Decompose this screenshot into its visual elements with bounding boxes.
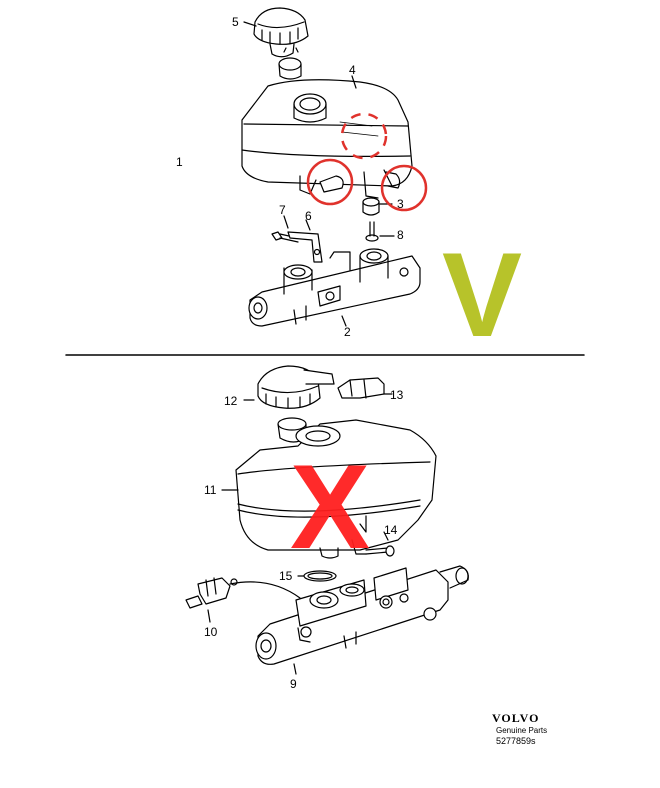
volvo-logo: VOLVO <box>492 711 540 725</box>
reservoir-lower <box>235 419 437 559</box>
pin-8 <box>365 221 379 242</box>
callout-6: 6 <box>305 209 312 223</box>
brand-block: VOLVO Genuine Parts 5277859s <box>492 711 562 747</box>
callout-9: 9 <box>290 677 297 691</box>
callout-7: 7 <box>279 203 286 217</box>
callout-8: 8 <box>397 228 404 242</box>
callout-3: 3 <box>397 197 404 211</box>
callout-12: 12 <box>224 394 238 408</box>
highlight-circle-dashed <box>340 112 388 160</box>
reservoir-cap-upper <box>253 7 309 80</box>
approved-mark: V <box>442 228 522 362</box>
callout-4: 4 <box>349 63 356 77</box>
bracket-6 <box>287 231 323 263</box>
highlight-circle-right <box>380 164 428 212</box>
brand-subtitle: Genuine Parts <box>496 726 548 735</box>
annotation-circles <box>306 112 428 212</box>
callout-10: 10 <box>204 625 218 639</box>
drawing-number: 5277859s <box>496 736 536 746</box>
callout-5: 5 <box>232 15 239 29</box>
bolt-14 <box>365 545 395 557</box>
callout-15: 15 <box>279 569 293 583</box>
highlight-circle-left <box>306 158 354 206</box>
tab-13 <box>337 377 385 399</box>
callout-1: 1 <box>176 155 183 169</box>
rejected-mark: X <box>290 440 370 574</box>
grommet-3 <box>362 197 380 216</box>
master-cylinder-upper <box>248 248 421 327</box>
callout-14: 14 <box>384 523 398 537</box>
callout-13: 13 <box>390 388 404 402</box>
callout-2: 2 <box>344 325 351 339</box>
callout-11: 11 <box>204 483 217 497</box>
reservoir-upper <box>241 79 413 199</box>
master-cylinder-lower <box>255 565 469 665</box>
